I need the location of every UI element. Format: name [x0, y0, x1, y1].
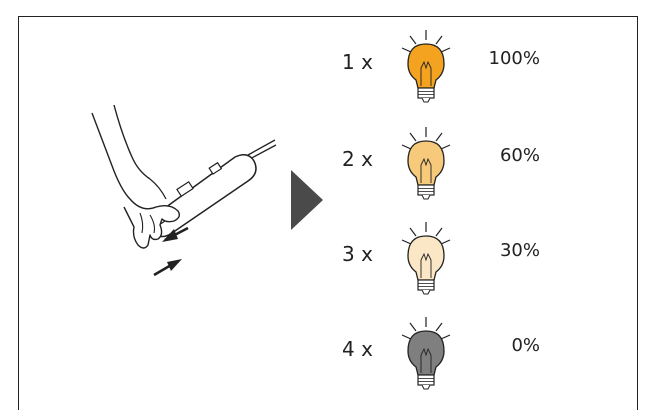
press-count: 4 x	[342, 337, 373, 361]
light-ray	[401, 47, 412, 53]
bulb-base	[417, 87, 435, 99]
bulb-filament	[420, 60, 432, 86]
bulb-glass	[407, 330, 445, 376]
light-bulb-icon	[401, 317, 451, 390]
bulb-tip	[421, 97, 431, 103]
hand-pressing-switch-icon	[91, 104, 277, 277]
bulb-filament	[420, 252, 432, 278]
double-arrow-icon	[153, 226, 189, 277]
brightness-percent: 0%	[511, 335, 540, 356]
brightness-percent: 60%	[499, 145, 540, 166]
bulb-filament	[420, 157, 432, 183]
light-ray	[401, 144, 412, 150]
light-ray	[435, 322, 443, 332]
bulb-glass	[407, 140, 445, 186]
light-ray	[401, 334, 412, 340]
light-bulb-icon	[401, 30, 451, 103]
bulb-tip	[421, 194, 431, 200]
light-ray	[440, 47, 451, 53]
light-ray	[435, 35, 443, 45]
brightness-percent: 30%	[499, 240, 540, 261]
bulb-filament	[420, 347, 432, 373]
light-ray	[440, 144, 451, 150]
bulb-glass	[407, 235, 445, 281]
light-ray	[409, 227, 417, 237]
brightness-row: 2 x 60%	[330, 125, 590, 200]
brightness-row: 1 x 100%	[330, 28, 590, 103]
light-bulb-icon	[401, 222, 451, 295]
bulb-base	[417, 184, 435, 196]
light-bulb-icon	[401, 127, 451, 200]
brightness-row: 3 x 30%	[330, 220, 590, 295]
press-count: 2 x	[342, 147, 373, 171]
bulb-tip	[421, 289, 431, 295]
light-ray	[409, 132, 417, 142]
light-ray	[409, 35, 417, 45]
bulb-glass	[407, 43, 445, 89]
brightness-row: 4 x 0%	[330, 315, 590, 390]
bulb-base	[417, 374, 435, 386]
brightness-percent: 100%	[488, 48, 540, 69]
press-count: 3 x	[342, 242, 373, 266]
play-arrow-icon	[291, 170, 323, 230]
light-ray	[401, 239, 412, 245]
light-ray	[440, 334, 451, 340]
light-ray	[435, 132, 443, 142]
bulb-base	[417, 279, 435, 291]
light-ray	[409, 322, 417, 332]
bulb-tip	[421, 384, 431, 390]
press-count: 1 x	[342, 50, 373, 74]
light-ray	[435, 227, 443, 237]
diagram-frame	[18, 16, 638, 410]
light-ray	[440, 239, 451, 245]
